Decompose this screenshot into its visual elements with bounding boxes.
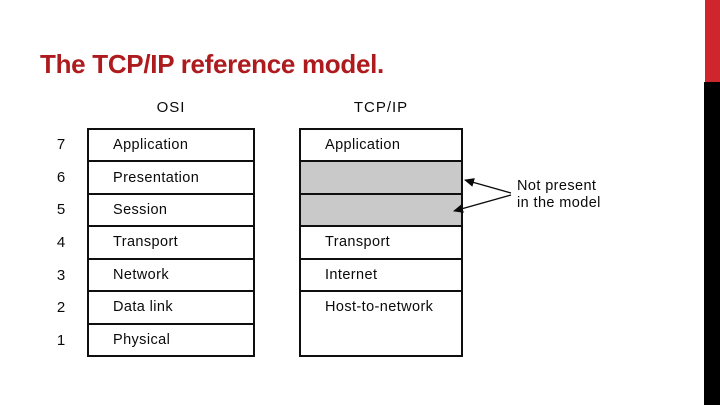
tcpip-layer-row-not-present: [301, 162, 461, 195]
osi-layer-row: Network: [89, 260, 253, 293]
not-present-annotation: Not present in the model: [517, 178, 601, 212]
osi-layer-row: Application: [89, 130, 253, 163]
not-present-annotation-line2: in the model: [517, 195, 601, 211]
osi-layer-row: Data link: [89, 292, 253, 325]
tcpip-layer-row: Transport: [301, 227, 461, 260]
osi-layer-number: 5: [56, 201, 66, 219]
osi-layer-number: 6: [56, 168, 66, 186]
tcpip-layer-table: Application Transport Internet Host-to-n…: [299, 128, 463, 357]
osi-layer-number: 1: [56, 332, 66, 350]
accent-bar-black: [704, 82, 720, 405]
tcpip-layer-row: Application: [301, 130, 461, 163]
osi-layer-number: 2: [56, 299, 66, 317]
osi-layer-row: Presentation: [89, 162, 253, 195]
tcpip-layer-row: Host-to-network: [325, 298, 434, 315]
osi-layer-table: Application Presentation Session Transpo…: [87, 128, 255, 357]
tcpip-layer-row-not-present: [301, 194, 461, 228]
not-present-annotation-line1: Not present: [517, 178, 597, 194]
osi-layer-numbers: 7 6 5 4 3 2 1: [44, 128, 78, 357]
osi-layer-row: Transport: [89, 227, 253, 260]
slide-title: The TCP/IP reference model.: [40, 49, 384, 79]
osi-layer-number: 7: [56, 135, 66, 153]
tcpip-layer-row: Internet: [301, 260, 461, 292]
osi-layer-number: 3: [56, 266, 66, 284]
osi-layer-row: Physical: [113, 331, 171, 348]
osi-layer-row: Session: [89, 195, 253, 228]
accent-bar-red: [705, 0, 720, 82]
osi-column-header: OSI: [156, 99, 186, 116]
tcpip-column-header: TCP/IP: [353, 99, 409, 116]
osi-layer-number: 4: [56, 234, 66, 252]
